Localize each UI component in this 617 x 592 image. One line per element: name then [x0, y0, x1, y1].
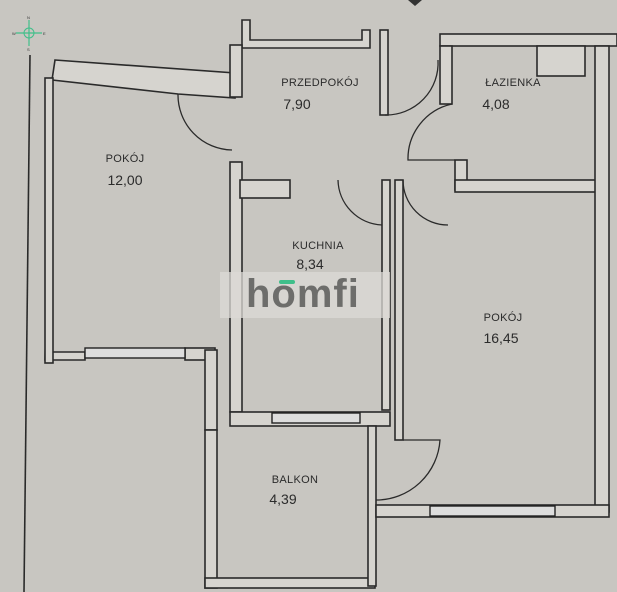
window-left-room: [84, 347, 186, 359]
balcony-left: [204, 429, 218, 589]
wall-left-room: [44, 59, 236, 361]
door-balcony: [375, 439, 441, 501]
room-area: 4,39: [269, 491, 297, 507]
wall-hall-left: [229, 44, 243, 98]
room-name: PRZEDPOKÓJ: [281, 77, 359, 89]
compass-e: E: [43, 31, 46, 36]
room-area: 7,90: [283, 96, 311, 112]
compass-n: N: [27, 15, 30, 20]
balcony-right: [367, 425, 377, 587]
wall-right: [594, 45, 610, 513]
room-area: 12,00: [107, 172, 143, 188]
room-name: POKÓJ: [483, 312, 523, 324]
door-bathroom: [407, 103, 455, 161]
room-name: POKÓJ: [105, 153, 145, 165]
room-name: BALKON: [271, 474, 319, 486]
wall-hall-right: [379, 29, 389, 116]
watermark-logo: homfi: [246, 272, 360, 316]
shaft: [536, 45, 586, 77]
kitchen-shaft: [239, 179, 291, 199]
door-big-room: [402, 179, 449, 226]
wall-room-left: [394, 179, 404, 441]
wall-bath-bottom: [454, 179, 606, 193]
watermark-band: [220, 272, 390, 318]
window-big-room: [429, 505, 556, 517]
compass-s: S: [27, 47, 30, 52]
room-name: ŁAZIENKA: [485, 77, 541, 89]
room-name: KUCHNIA: [292, 240, 344, 252]
wall-kitchen-left-lower: [204, 349, 218, 431]
entrance-arrow-icon: [408, 0, 422, 6]
compass-icon: [16, 20, 42, 46]
wall-hall-top: [241, 19, 371, 49]
outer-boundary-line: [23, 54, 31, 592]
room-area: 8,34: [296, 256, 324, 272]
room-area: 4,08: [482, 96, 510, 112]
door-left-room: [177, 93, 233, 151]
room-area: 16,45: [483, 330, 519, 346]
door-entrance: [384, 59, 439, 116]
compass-w: W: [12, 31, 16, 36]
wall-bath-left: [439, 45, 453, 105]
wall-left: [44, 77, 54, 364]
balcony-bottom: [204, 577, 376, 589]
door-kitchen: [337, 179, 383, 226]
watermark-accent: [279, 280, 295, 284]
wall-bath-top: [439, 33, 617, 47]
window-kitchen: [271, 412, 361, 424]
